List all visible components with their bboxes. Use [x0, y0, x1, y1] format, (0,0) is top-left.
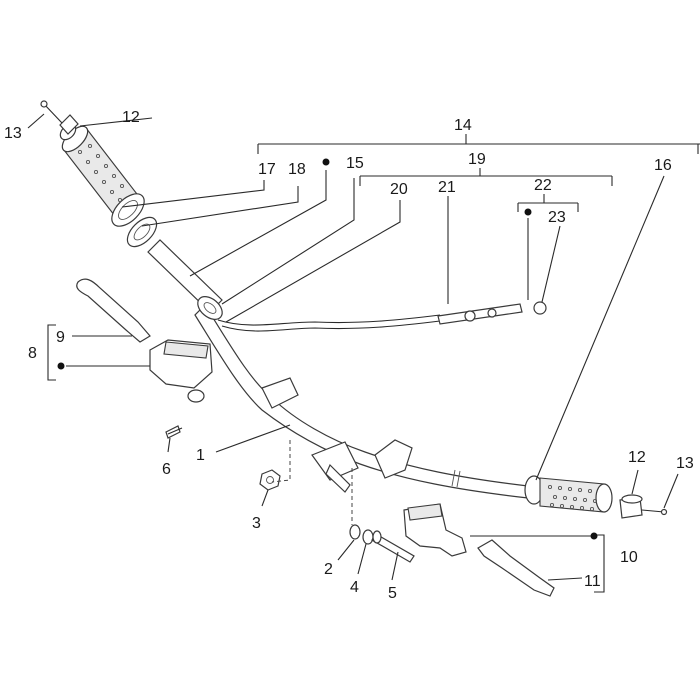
right-bar-end-weight [619, 494, 643, 519]
throttle-tube [147, 239, 223, 320]
callout-18: 18 [288, 161, 306, 178]
callout-14: 14 [454, 117, 472, 134]
left-bar-end-screw [40, 100, 63, 124]
callout-1: 1 [196, 447, 205, 464]
mounting-screw [165, 425, 183, 439]
callout-12-right: 12 [628, 449, 646, 466]
flat-washer [349, 524, 361, 540]
callout-23: 23 [548, 209, 566, 226]
callout-10: 10 [620, 549, 638, 566]
callout-11: 11 [584, 573, 601, 590]
handlebar-tube [194, 304, 529, 499]
callout-2: 2 [324, 561, 333, 578]
callout-20: 20 [390, 181, 408, 198]
callout-5: 5 [388, 585, 397, 602]
right-brake-lever [477, 539, 555, 597]
callout-numbers: 1 2 3 4 5 6 8 9 10 11 12 12 13 13 14 15 … [4, 109, 694, 602]
callout-19: 19 [468, 151, 486, 168]
clamp-bolt [371, 530, 415, 563]
callout-9: 9 [56, 329, 65, 346]
callout-6: 6 [162, 461, 171, 478]
callout-22: 22 [534, 177, 552, 194]
throttle-cable [217, 301, 547, 332]
callout-21: 21 [438, 179, 456, 196]
callout-13-left: 13 [4, 125, 22, 142]
left-grip [61, 125, 145, 227]
callout-4: 4 [350, 579, 359, 596]
left-brake-lever [76, 278, 151, 343]
indicator-dots [57, 158, 598, 540]
right-grip [524, 475, 613, 513]
callout-13-right: 13 [676, 455, 694, 472]
callout-12-left: 12 [122, 109, 140, 126]
spring-washer [362, 529, 374, 545]
left-master-cylinder [149, 339, 213, 403]
callout-8: 8 [28, 345, 37, 362]
right-bar-end-screw [641, 508, 668, 516]
hex-nut [259, 469, 281, 491]
callout-16: 16 [654, 157, 672, 174]
callout-15: 15 [346, 155, 364, 172]
callout-17: 17 [258, 161, 276, 178]
leader-lines [27, 113, 700, 593]
callout-3: 3 [252, 515, 261, 532]
left-bar-end-weight [59, 114, 79, 141]
assembly-lines [271, 440, 353, 525]
right-master-cylinder [403, 503, 467, 557]
